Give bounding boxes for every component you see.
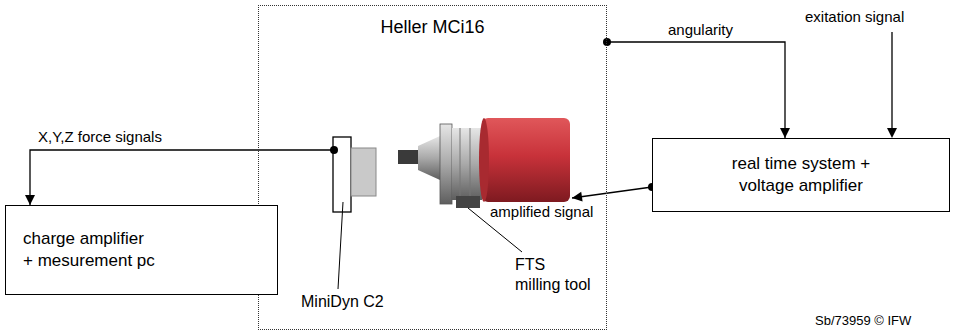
signal-connector: [603, 38, 790, 138]
connector-line: [572, 187, 652, 198]
signal-label: amplified signal: [490, 203, 593, 220]
node-text: Heller MCi16: [259, 17, 606, 38]
arrow-head: [780, 128, 790, 138]
dynamometer: [333, 137, 376, 212]
signal-connector: [572, 183, 656, 202]
input-arrow: [887, 32, 897, 138]
dynamometer-part: MiniDyn C2: [334, 137, 377, 212]
connector-line: [607, 42, 785, 138]
process-box: real time system + voltage amplifier: [652, 138, 950, 212]
connector-dot: [330, 146, 338, 154]
node-text: real time system + voltage amplifier: [729, 153, 874, 197]
signal-label: angularity: [668, 21, 733, 38]
tool-part: FTS milling tool: [400, 112, 572, 216]
figure-id: Sb/73959 © IFW: [815, 313, 911, 328]
signal-connector: [25, 146, 338, 205]
leader-line: [338, 202, 343, 289]
arrow-head: [25, 195, 35, 205]
node-text: FTS milling tool: [515, 255, 593, 295]
milling-tool: [398, 118, 570, 208]
signal-label: X,Y,Z force signals: [38, 128, 162, 145]
connector-line: [30, 150, 334, 205]
node-text: MiniDyn C2: [301, 293, 384, 311]
connector-dot: [603, 38, 611, 46]
signal-name: exitation signal: [805, 8, 904, 25]
node-text: charge amplifier + mesurement pc: [23, 228, 157, 272]
machine-boundary: Heller MCi16MiniDyn C2 FTS milling tool: [258, 5, 607, 330]
process-box: charge amplifier + mesurement pc: [5, 205, 278, 295]
arrow-head: [572, 192, 583, 202]
